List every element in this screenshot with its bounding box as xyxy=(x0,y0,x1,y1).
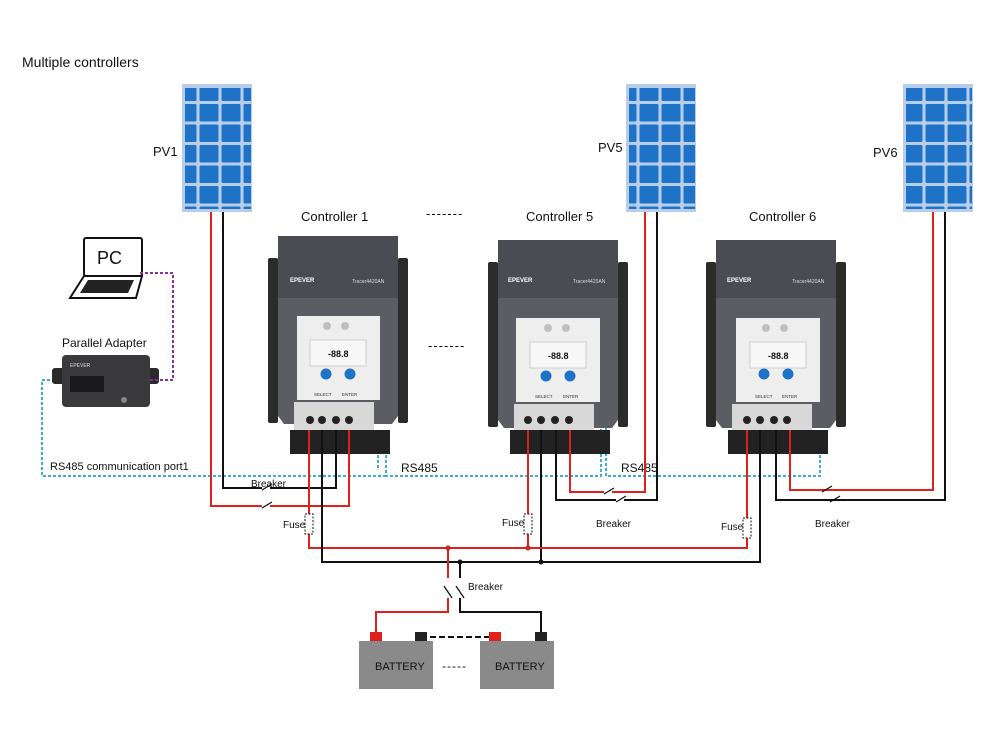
adapter-label: Parallel Adapter xyxy=(62,336,147,350)
fuse-controller-1 xyxy=(304,513,314,535)
ellipsis-middle: ------- xyxy=(428,338,465,353)
controller-6-model: Tracer4420AN xyxy=(792,279,825,285)
controller-5-logo: EPEVER xyxy=(508,278,533,284)
ellipsis-top: ------- xyxy=(426,206,463,221)
controller-6-logo: EPEVER xyxy=(727,278,752,284)
controller-1-select: SELECT xyxy=(314,392,332,397)
battery-2-label: BATTERY xyxy=(495,661,545,673)
fuse-1-label: Fuse xyxy=(283,520,306,531)
controller-6-battery-wiring xyxy=(448,430,761,563)
controller-5-select: SELECT xyxy=(535,394,553,399)
controller-6: EPEVER Tracer4420AN -88.8 SELECT ENTER xyxy=(706,240,846,454)
controller-1-model: Tracer4420AN xyxy=(352,279,385,285)
pc-label: PC xyxy=(97,248,122,268)
fuse-6-label: Fuse xyxy=(721,522,744,533)
pv5-wiring xyxy=(555,212,658,501)
battery-1-label: BATTERY xyxy=(375,661,425,673)
battery-ellipsis: ----- xyxy=(442,659,467,673)
rs485-port-wire xyxy=(41,379,386,477)
controller-1-lcd: -88.8 xyxy=(328,349,349,359)
battery-bus xyxy=(375,548,542,638)
controller-1-logo: EPEVER xyxy=(290,278,315,284)
controller-1: EPEVER Tracer4420AN -88.8 SELECT ENTER xyxy=(268,236,408,454)
rs485-label-2: RS485 xyxy=(621,461,658,475)
fuse-5-label: Fuse xyxy=(502,518,525,529)
controller-6-lcd: -88.8 xyxy=(768,351,789,361)
pv5-panel xyxy=(626,84,696,212)
pv1-panel xyxy=(182,84,252,212)
breaker-pv5-label: Breaker xyxy=(596,519,632,530)
breaker-battery-label: Breaker xyxy=(468,582,504,593)
breaker-pv1 xyxy=(261,483,273,509)
controller-6-label: Controller 6 xyxy=(749,209,816,224)
breaker-pv1-label: Breaker xyxy=(251,479,287,490)
controller-5-lcd: -88.8 xyxy=(548,351,569,361)
battery-1: BATTERY xyxy=(359,632,433,689)
pc-link-wire xyxy=(140,272,174,381)
parallel-adapter: EPEVER xyxy=(52,355,159,407)
fuse-controller-5 xyxy=(523,513,533,535)
pv6-panel xyxy=(903,84,973,212)
rs485-label-1: RS485 xyxy=(401,461,438,475)
rs485-port-label: RS485 communication port1 xyxy=(50,461,189,473)
controller-5-model: Tracer4420AN xyxy=(573,279,606,285)
controller-6-select: SELECT xyxy=(755,394,773,399)
controller-6-enter: ENTER xyxy=(782,394,798,399)
controller-5-enter: ENTER xyxy=(563,394,579,399)
breaker-battery xyxy=(443,585,465,599)
battery-2: BATTERY xyxy=(480,632,554,689)
pv1-label: PV1 xyxy=(153,144,178,159)
controller-5: EPEVER Tracer4420AN -88.8 SELECT ENTER xyxy=(488,240,628,454)
breaker-pv6-label: Breaker xyxy=(815,519,851,530)
pv6-wiring xyxy=(775,212,946,501)
adapter-logo: EPEVER xyxy=(70,363,91,369)
page-title: Multiple controllers xyxy=(22,54,139,70)
breaker-pv6 xyxy=(821,485,841,503)
controller-1-battery-wiring xyxy=(308,430,460,563)
pv5-label: PV5 xyxy=(598,140,623,155)
controller-1-label: Controller 1 xyxy=(301,209,368,224)
fuse-controller-6 xyxy=(742,517,752,539)
breaker-pv5 xyxy=(603,487,627,503)
pv6-label: PV6 xyxy=(873,145,898,160)
controller-5-label: Controller 5 xyxy=(526,209,593,224)
controller-1-enter: ENTER xyxy=(342,392,358,397)
pv1-wiring xyxy=(210,212,350,507)
pc-laptop: PC xyxy=(68,237,144,299)
